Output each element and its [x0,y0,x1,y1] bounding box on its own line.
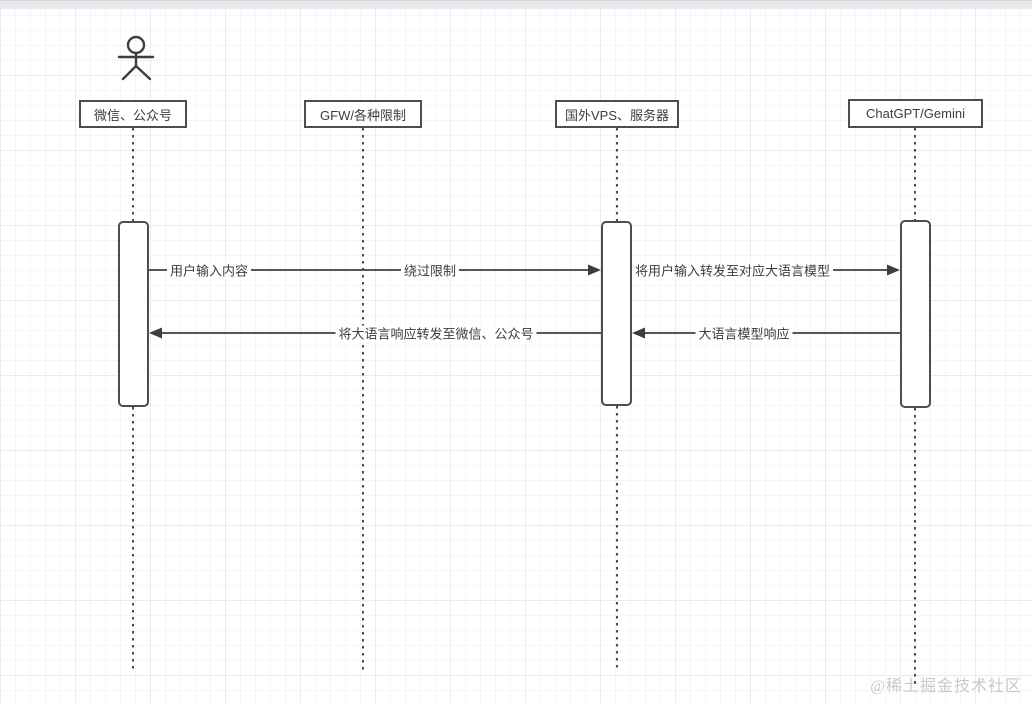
arrowhead-right-icon [887,264,900,276]
activation-llm [900,220,931,408]
participant-wechat: 微信、公众号 [79,100,187,128]
activation-vps [601,221,632,406]
message-label-response-back: 将大语言响应转发至微信、公众号 [335,325,537,343]
participant-vps: 国外VPS、服务器 [555,100,679,128]
window-top-strip [0,0,1032,9]
arrowhead-right-icon [588,264,601,276]
participant-llm: ChatGPT/Gemini [848,99,983,128]
participant-label: 微信、公众号 [93,107,172,123]
watermark: @稀土掘金技术社区 [870,678,1022,695]
actor-icon [117,35,155,81]
message-label-forward-llm: 将用户输入转发至对应大语言模型 [632,262,834,280]
participant-label: 国外VPS、服务器 [564,107,669,123]
message-label-bypass: 绕过限制 [400,262,460,280]
arrowhead-left-icon [632,327,645,339]
participant-gfw: GFW/各种限制 [304,100,422,128]
message-label-llm-response: 大语言模型响应 [695,325,793,343]
message-label-user-input: 用户输入内容 [166,262,252,280]
activation-wechat [118,221,149,407]
arrowhead-left-icon [149,327,162,339]
participant-label: ChatGPT/Gemini [866,106,965,121]
participant-label: GFW/各种限制 [320,107,406,123]
